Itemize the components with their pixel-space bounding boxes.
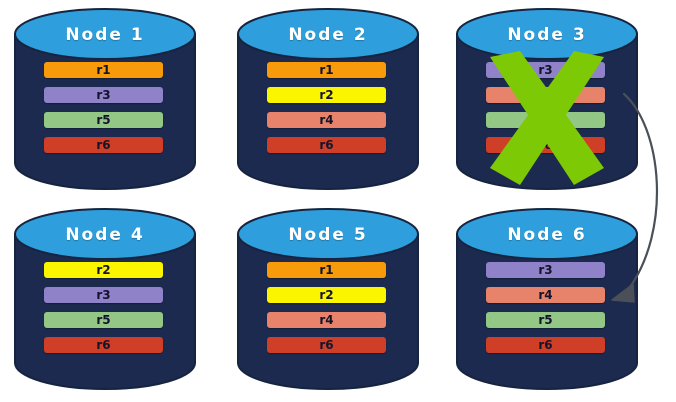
node-cylinder-4[interactable]: Node 4 r2 r3 r5 r6 (14, 208, 196, 393)
node-cylinder-2[interactable]: Node 2 r1 r2 r4 r6 (237, 8, 419, 193)
replica-label: r2 (319, 288, 334, 302)
replica-bar[interactable]: r2 (44, 262, 163, 278)
replica-label: r4 (319, 313, 334, 327)
replica-label: r6 (96, 138, 111, 152)
replica-label: r6 (319, 338, 334, 352)
replica-bar[interactable]: r2 (267, 287, 386, 303)
replica-bar[interactable]: r5 (44, 312, 163, 328)
replica-label: r5 (96, 313, 111, 327)
replica-label: r5 (538, 313, 553, 327)
replica-bar[interactable]: r4 (267, 312, 386, 328)
replica-label: r5 (96, 113, 111, 127)
replica-list-1: r1 r3 r5 r6 (44, 62, 163, 153)
replica-label: r1 (96, 63, 111, 77)
replica-bar[interactable]: r4 (267, 112, 386, 128)
node-cylinder-5[interactable]: Node 5 r1 r2 r4 r6 (237, 208, 419, 393)
replica-label: r3 (538, 63, 553, 77)
node-cylinder-3[interactable]: Node 3 r3 r4 r5 r6 (456, 8, 638, 193)
replica-bar[interactable]: r3 (44, 87, 163, 103)
replica-list-2: r1 r2 r4 r6 (267, 62, 386, 153)
replica-bar[interactable]: r5 (486, 112, 605, 128)
replica-bar[interactable]: r6 (44, 337, 163, 353)
replica-label: r4 (319, 113, 334, 127)
replica-bar[interactable]: r1 (267, 262, 386, 278)
replica-label: r2 (319, 88, 334, 102)
node-cylinder-6[interactable]: Node 6 r3 r4 r5 r6 (456, 208, 638, 393)
replica-list-4: r2 r3 r5 r6 (44, 262, 163, 353)
replica-label: r2 (96, 263, 111, 277)
replica-label: r3 (96, 288, 111, 302)
replica-label: r1 (319, 263, 334, 277)
replica-label: r1 (319, 63, 334, 77)
replica-label: r3 (96, 88, 111, 102)
replica-bar[interactable]: r4 (486, 87, 605, 103)
replica-bar[interactable]: r3 (486, 262, 605, 278)
node-cylinder-1[interactable]: Node 1 r1 r3 r5 r6 (14, 8, 196, 193)
replica-label: r4 (538, 88, 553, 102)
replica-bar[interactable]: r6 (267, 137, 386, 153)
replica-bar[interactable]: r6 (267, 337, 386, 353)
replica-label: r6 (538, 138, 553, 152)
replica-list-3: r3 r4 r5 r6 (486, 62, 605, 153)
replica-bar[interactable]: r5 (486, 312, 605, 328)
replica-bar[interactable]: r1 (44, 62, 163, 78)
replica-label: r3 (538, 263, 553, 277)
replica-bar[interactable]: r6 (486, 137, 605, 153)
replica-bar[interactable]: r3 (486, 62, 605, 78)
replica-label: r6 (538, 338, 553, 352)
replica-label: r5 (538, 113, 553, 127)
replica-bar[interactable]: r6 (486, 337, 605, 353)
replica-label: r6 (96, 338, 111, 352)
replica-bar[interactable]: r2 (267, 87, 386, 103)
replica-bar[interactable]: r1 (267, 62, 386, 78)
replica-list-6: r3 r4 r5 r6 (486, 262, 605, 353)
replica-list-5: r1 r2 r4 r6 (267, 262, 386, 353)
replica-bar[interactable]: r4 (486, 287, 605, 303)
replica-bar[interactable]: r6 (44, 137, 163, 153)
replica-bar[interactable]: r3 (44, 287, 163, 303)
replica-label: r4 (538, 288, 553, 302)
replica-label: r6 (319, 138, 334, 152)
replica-bar[interactable]: r5 (44, 112, 163, 128)
